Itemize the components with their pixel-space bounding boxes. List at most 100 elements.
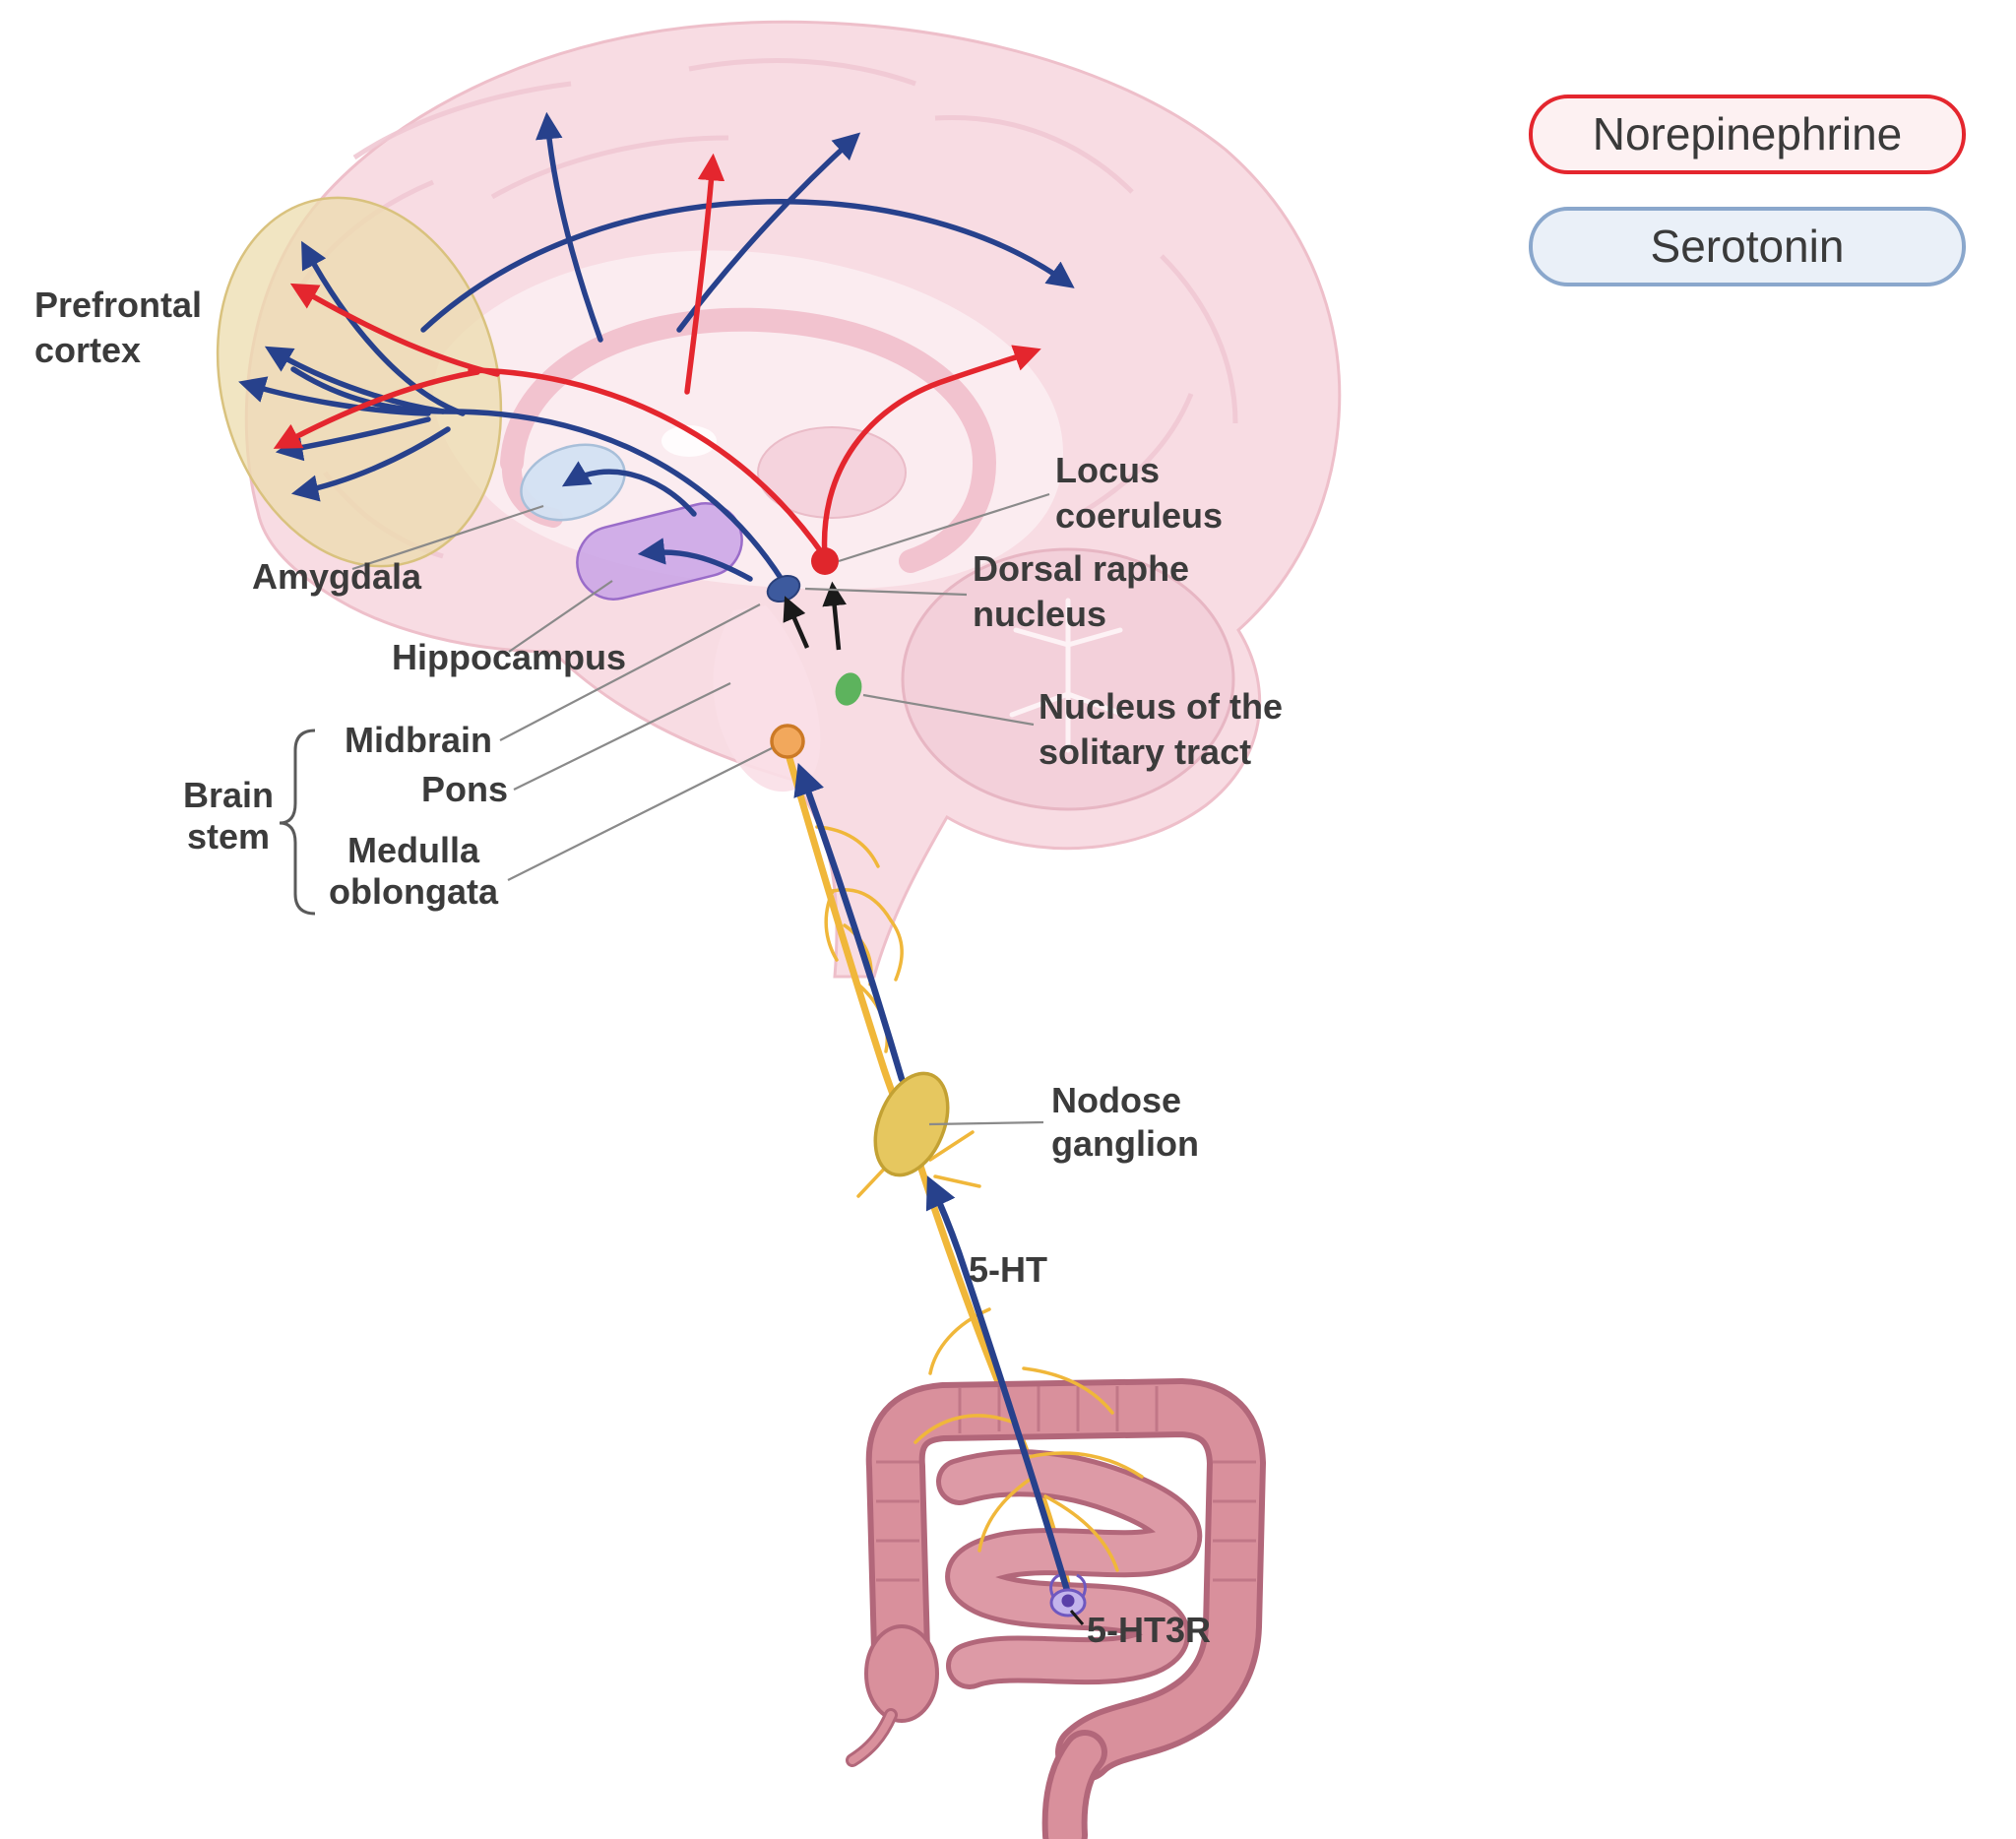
solitary-tract-label: Nucleus of the [1039, 686, 1283, 727]
serotonin-branch [536, 111, 603, 343]
vagal-arrow [783, 596, 810, 649]
brain-stem-label: Brain [183, 775, 274, 815]
serotonin-afferent-upper [793, 762, 906, 1083]
gyrus-line [490, 135, 729, 200]
dorsal-raphe-label: nucleus [973, 594, 1106, 634]
dorsal-raphe-label: Dorsal raphe [973, 548, 1189, 589]
locus-coeruleus-marker [811, 547, 839, 575]
serotonin-branch [676, 132, 861, 333]
appendix-body [849, 1711, 895, 1764]
small-intestine-body [941, 1454, 1197, 1684]
brainstem-nuclei [766, 547, 862, 706]
pons-label: Pons [421, 769, 508, 809]
arbor-vitae [1013, 627, 1071, 648]
norepinephrine-long-branch [821, 345, 1041, 560]
nerve-branch [889, 919, 904, 982]
brain-stem-bracket [279, 729, 316, 916]
rectum-body [1047, 1736, 1102, 1839]
vagal-arrow [822, 581, 847, 651]
nerve-branch [1027, 1451, 1144, 1479]
midbrain-pointer [499, 603, 761, 741]
medulla-label: oblongata [329, 871, 499, 912]
thalamus [757, 426, 907, 519]
legend-serotonin-label: Serotonin [1651, 221, 1845, 272]
arbor-vitae [1065, 627, 1123, 648]
nerve-branch [815, 825, 880, 868]
nerve-branch [824, 889, 839, 962]
legend-norepinephrine-pill [1529, 95, 1966, 174]
receptor-pointer [1069, 1610, 1085, 1625]
arbor-vitae [1009, 691, 1071, 718]
serotonin-branch [264, 346, 446, 414]
pons-pointer [513, 682, 731, 791]
legend-norepinephrine-label: Norepinephrine [1593, 108, 1903, 159]
prefrontal-cortex-region [216, 196, 503, 568]
serotonin-long-branch [420, 199, 1075, 333]
vagal-input-arrows [783, 581, 847, 651]
solitary-tract-marker [835, 672, 862, 706]
nerve-branch [1022, 1366, 1114, 1415]
medulla-marker [770, 724, 805, 759]
hippocampus-label: Hippocampus [392, 637, 626, 677]
gyrus-line [934, 114, 1134, 194]
gyrus-line [352, 81, 572, 160]
norepinephrine-trunk [468, 367, 828, 560]
intestine-illustration [846, 1378, 1266, 1839]
serotonin-pathways [238, 111, 1075, 584]
serotonin-trunk [290, 366, 786, 584]
receptor-prong [1076, 1573, 1087, 1598]
medulla-pointer [507, 747, 773, 881]
nerve-branch [933, 1174, 981, 1188]
norepinephrine-branch [289, 283, 500, 377]
midbrain-label: Midbrain [345, 720, 492, 760]
serotonin-hippocampus-branch [637, 538, 753, 582]
hippocampus-pointer [508, 580, 613, 653]
norepinephrine-branch [684, 153, 725, 395]
ventricle [662, 425, 717, 457]
gyrus-line [1081, 393, 1194, 515]
serotonin-amygdala-branch [561, 461, 697, 517]
gyrus-line [688, 58, 916, 87]
locus-coeruleus-label: coeruleus [1055, 495, 1223, 536]
cecum [864, 1624, 939, 1723]
nerve-branch [1043, 1494, 1119, 1572]
five-ht-label: 5-HT [969, 1249, 1047, 1290]
receptor-ligand [1061, 1594, 1075, 1608]
brain-stem-label: stem [187, 816, 270, 856]
legend: Norepinephrine Serotonin [1529, 95, 1966, 286]
pointer-lines [279, 492, 1085, 1625]
serotonin-afferent-lower [925, 1175, 1073, 1601]
nodose-ganglion [856, 1071, 981, 1198]
solitary-tract-label: solitary tract [1039, 731, 1251, 772]
prefrontal-cortex-label: Prefrontal [34, 285, 202, 325]
norepinephrine-pathways [273, 153, 1041, 560]
corpus-callosum [500, 307, 997, 573]
amygdala-pointer [351, 504, 544, 571]
serotonin-branch [238, 376, 431, 416]
locus-coeruleus-label: Locus [1055, 450, 1160, 490]
norepinephrine-branch [273, 369, 480, 449]
serotonin-receptor-icon [1049, 1573, 1087, 1617]
five-ht3r-label: 5-HT3R [1087, 1610, 1211, 1650]
medulla-label: Medulla [347, 830, 480, 870]
nodose-ganglion-label: Nodose [1051, 1080, 1181, 1120]
solitary-pointer [862, 693, 1035, 727]
gyrus-line [1160, 254, 1238, 424]
arbor-vitae [1065, 691, 1127, 718]
nodose-ganglion-body [873, 1071, 950, 1177]
nerve-branch [914, 1414, 1016, 1444]
enteric-nerve-web [914, 1307, 1144, 1572]
locus-pointer [838, 492, 1050, 563]
amygdala-label: Amygdala [252, 556, 422, 597]
region-labels: Prefrontal cortex Amygdala Hippocampus M… [34, 285, 1283, 1650]
nerve-branch [928, 1130, 975, 1162]
nodose-ganglion-label: ganglion [1051, 1123, 1199, 1164]
serotonin-branch [290, 426, 451, 502]
serotonin-branch [301, 240, 466, 416]
nerve-branch [977, 1475, 1036, 1553]
colon-body [871, 1384, 1260, 1776]
prefrontal-cortex-label: cortex [34, 330, 141, 370]
raphe-pointer [804, 587, 968, 597]
